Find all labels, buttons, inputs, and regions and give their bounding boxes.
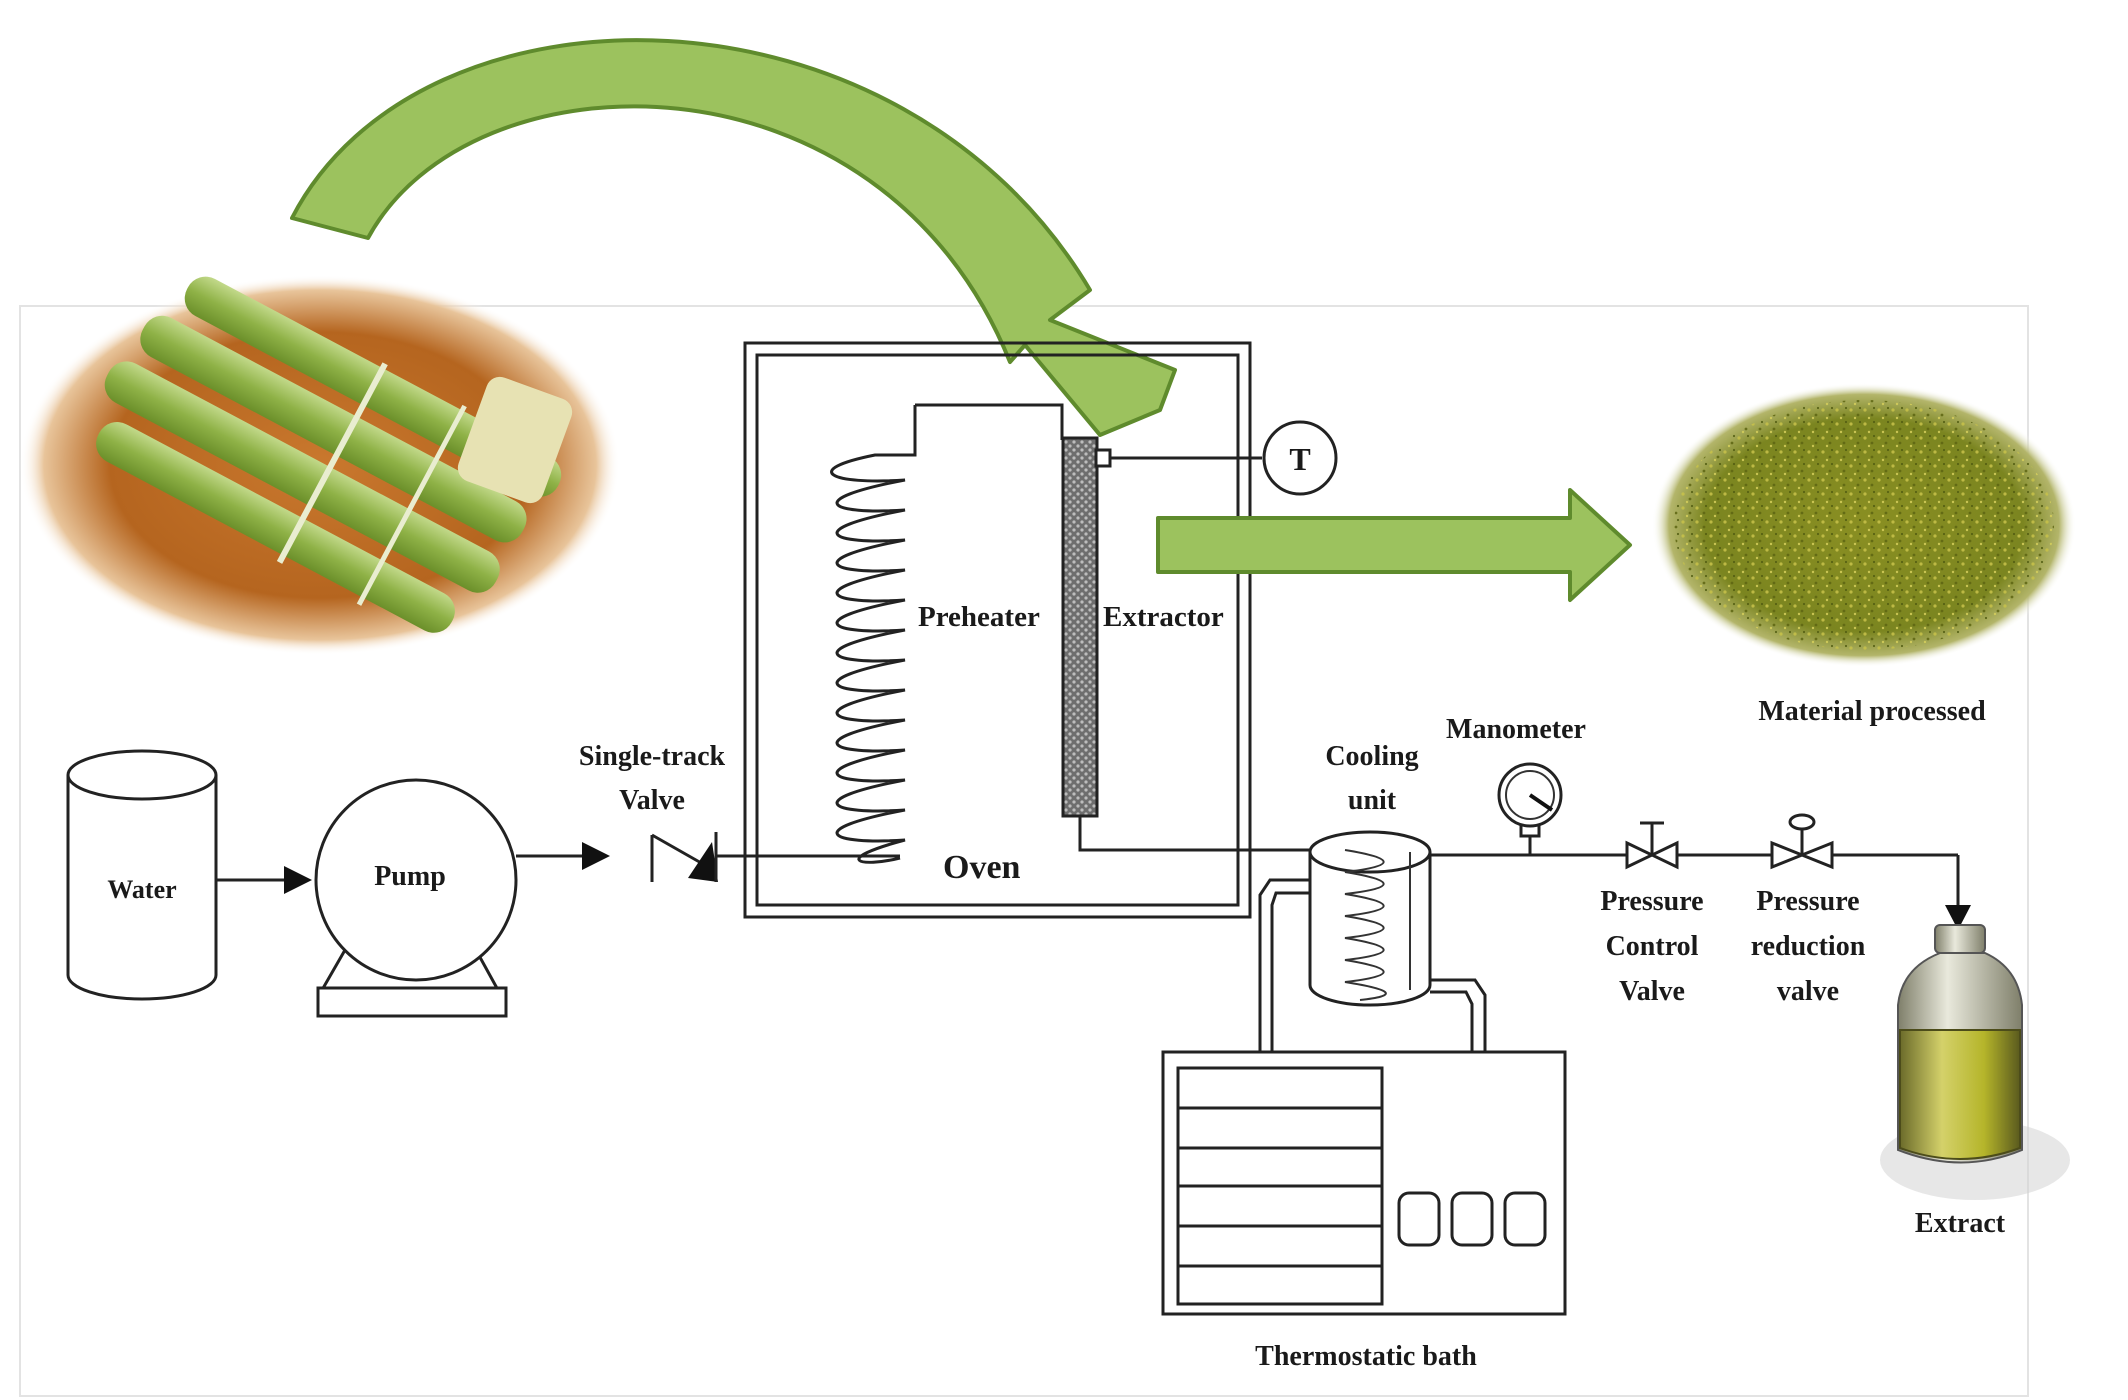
pcv-label-1: Pressure bbox=[1600, 886, 1703, 917]
thermostatic-bath-label: Thermostatic bath bbox=[1255, 1341, 1477, 1372]
bath-control-button bbox=[1503, 1191, 1547, 1247]
pressure-control-valve-icon bbox=[1625, 821, 1679, 870]
flow-arrowhead-icon bbox=[1945, 905, 1971, 930]
extractor-column bbox=[1061, 436, 1099, 818]
product-flow-arrow-icon bbox=[1156, 488, 1632, 602]
preheater-label: Preheater bbox=[918, 601, 1040, 633]
bath-control-button bbox=[1450, 1191, 1494, 1247]
extractor-label: Extractor bbox=[1103, 601, 1224, 633]
green-powder-photo bbox=[1652, 383, 2076, 667]
pressure-reduction-valve-icon bbox=[1770, 813, 1834, 870]
flow-arrowhead-icon bbox=[582, 842, 610, 870]
prv-label-2: reduction bbox=[1751, 931, 1866, 962]
pcv-label-3: Valve bbox=[1619, 976, 1685, 1007]
bath-control-button bbox=[1397, 1191, 1441, 1247]
cooling-unit bbox=[1308, 830, 1432, 1007]
cooling-unit-label-2: unit bbox=[1348, 785, 1397, 816]
extract-label: Extract bbox=[1915, 1208, 2006, 1239]
single-track-valve-label-1: Single-track bbox=[579, 741, 726, 772]
oven-inner-wall bbox=[755, 353, 1240, 907]
single-track-valve-icon bbox=[650, 832, 718, 882]
water-tank bbox=[66, 749, 218, 1001]
preheater-coil-icon bbox=[830, 405, 917, 864]
single-track-valve-label-2: Valve bbox=[619, 785, 685, 816]
extract-bottle-photo bbox=[1880, 924, 2070, 1200]
temperature-sensor-label: T bbox=[1289, 441, 1310, 477]
prv-label-1: Pressure bbox=[1756, 886, 1859, 917]
material-processed-label: Material processed bbox=[1758, 696, 1986, 727]
pcv-label-2: Control bbox=[1606, 931, 1699, 962]
cooling-unit-label-1: Cooling bbox=[1325, 741, 1418, 772]
pump-label: Pump bbox=[374, 861, 446, 892]
prv-label-3: valve bbox=[1777, 976, 1839, 1007]
asparagus-stalks-photo bbox=[20, 275, 620, 655]
curved-flow-arrow-icon bbox=[290, 38, 1177, 437]
pump bbox=[314, 778, 518, 1018]
manometer-label: Manometer bbox=[1446, 714, 1586, 745]
manometer-gauge-icon bbox=[1497, 762, 1563, 855]
temperature-sensor bbox=[1262, 420, 1338, 496]
thermostatic-bath bbox=[1161, 1050, 1567, 1316]
flow-arrowhead-icon bbox=[284, 866, 312, 894]
water-label: Water bbox=[107, 875, 176, 904]
oven-label: Oven bbox=[943, 849, 1021, 886]
